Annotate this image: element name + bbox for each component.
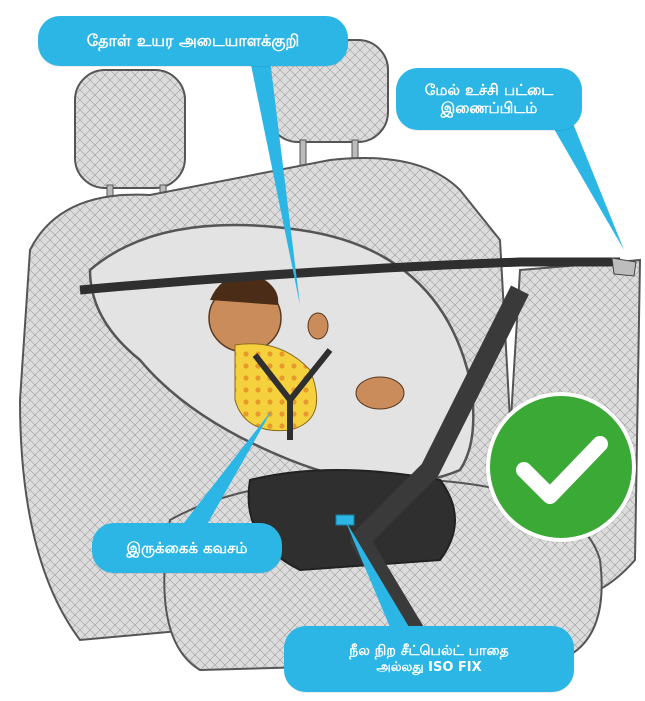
callout-belt-path: நீல நிற சீட்பெல்ட் பாதை அல்லது ISO FIX [284, 626, 574, 692]
callout-top-tether-anchor: மேல் உச்சி பட்டை இணைப்பிடம் [396, 68, 582, 130]
callout-seat-shell: இருக்கைக் கவசம் [92, 523, 282, 573]
callout-label-belt-line2: அல்லது ISO FIX [376, 660, 481, 676]
callout-label-tether-line1: மேல் உச்சி பட்டை [425, 81, 554, 99]
callout-shoulder-height-marker: தோள் உயர அடையாளக்குறி [38, 16, 348, 66]
callout-label-tether-line2: இணைப்பிடம் [441, 99, 538, 117]
callout-label-shell: இருக்கைக் கவசம் [126, 539, 247, 557]
pointer-top-tether [550, 116, 624, 250]
checkmark-icon [486, 392, 636, 542]
callout-label-belt-line1: நீல நிற சீட்பெல்ட் பாதை [349, 643, 508, 660]
callout-label-shoulder: தோள் உயர அடையாளக்குறி [87, 31, 300, 50]
